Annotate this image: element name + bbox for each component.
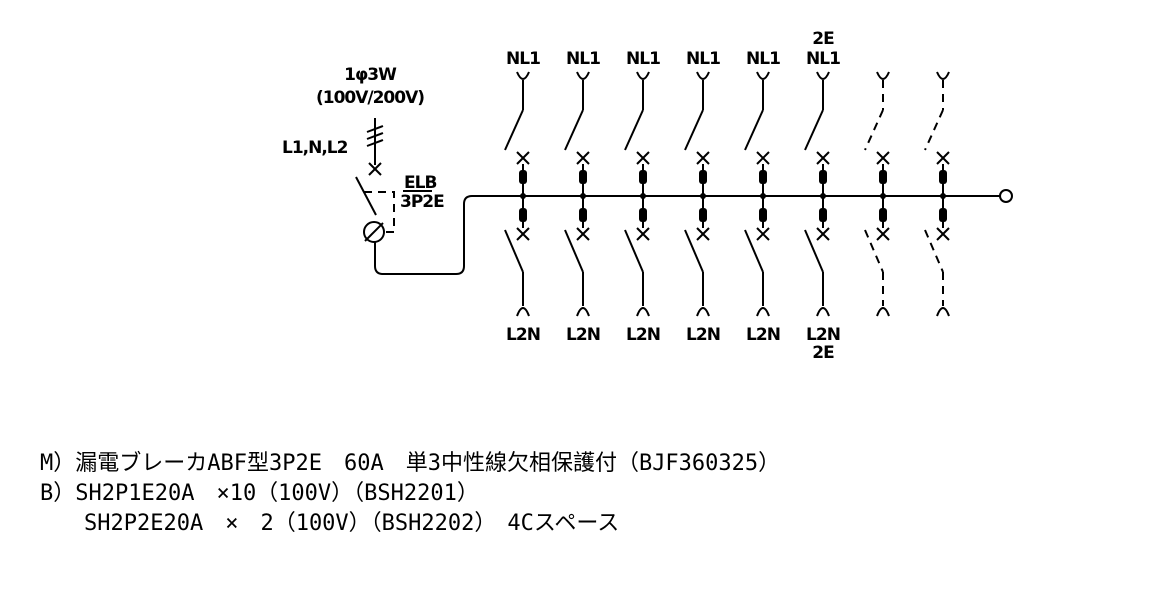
note-line-branch-2: SH2P2E20A × 2（100V）（BSH2202） 4Cスペース <box>40 511 619 536</box>
supply-lines-label: L1,N,L2 <box>282 138 348 158</box>
branch-top-label: NL1 <box>626 49 660 69</box>
spare-branch <box>864 71 890 317</box>
branch-top-label: NL1 <box>506 49 540 69</box>
branch-top-label: NL1 <box>806 49 840 69</box>
notes-block: M）漏電ブレーカABF型3P2E 60A 単3中性線欠相保護付（BJF36032… <box>40 451 780 536</box>
spare-branch <box>924 71 950 317</box>
supply-phase-label: 1φ3W <box>344 65 397 85</box>
main-elb-breaker <box>355 176 1013 275</box>
branch-top-label: NL1 <box>746 49 780 69</box>
branch-bottom-label: L2N <box>566 325 600 345</box>
branch-top-label: NL1 <box>566 49 600 69</box>
main-breaker-spec: 3P2E <box>400 192 444 212</box>
branch-bottom-label: L2N <box>686 325 720 345</box>
branch-bottom-label: L2N <box>626 325 660 345</box>
branch-bottom-label: L2N <box>746 325 780 345</box>
branch-top-label: NL1 <box>686 49 720 69</box>
note-line-main: M）漏電ブレーカABF型3P2E 60A 単3中性線欠相保護付（BJF36032… <box>40 451 780 476</box>
supply-voltage-label: (100V/200V) <box>316 88 424 108</box>
branch-bottom-label: L2N <box>506 325 540 345</box>
branch-bottom-extra-label: 2E <box>812 343 834 363</box>
note-line-branch-1: B）SH2P1E20A ×10（100V）（BSH2201） <box>40 481 479 506</box>
branch-bottom-label: L2N <box>806 325 840 345</box>
main-breaker-name: ELB <box>404 173 436 193</box>
supply-feeder <box>366 118 384 176</box>
branch-top-extra-label: 2E <box>812 29 834 49</box>
